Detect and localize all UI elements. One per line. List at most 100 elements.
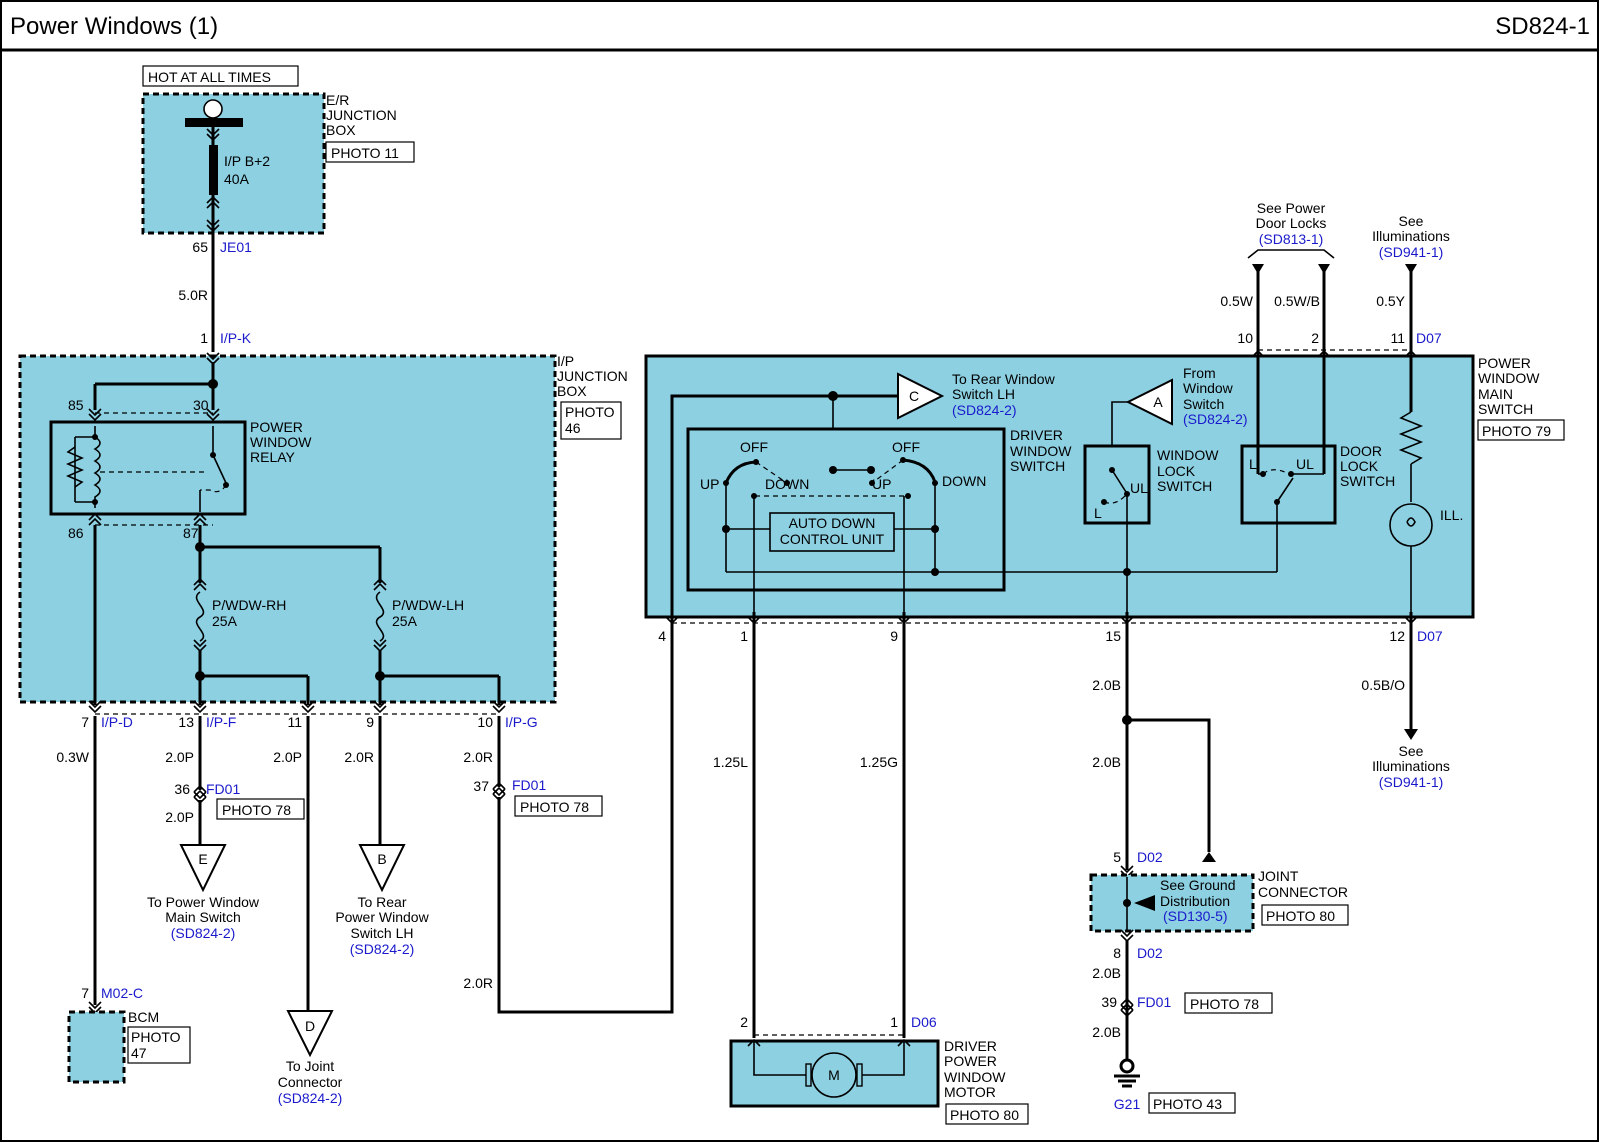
ref-b-triangle-icon bbox=[358, 844, 406, 893]
main-bot-pin-9: 9 bbox=[890, 628, 898, 644]
photo-label-box bbox=[1261, 904, 1349, 926]
ip-pin-10: 10 bbox=[477, 714, 493, 730]
driver-sw-name-1: DRIVER bbox=[1010, 427, 1063, 443]
joint-photo: PHOTO 80 bbox=[1266, 908, 1335, 924]
down-label-right: DOWN bbox=[942, 473, 986, 489]
door-sw-name-3: SWITCH bbox=[1340, 473, 1395, 489]
ref-e-link[interactable]: (SD824-2) bbox=[171, 925, 236, 941]
photo-label-box bbox=[945, 1103, 1029, 1125]
joint-text-2: Distribution bbox=[1160, 893, 1230, 909]
hot-label: HOT AT ALL TIMES bbox=[148, 69, 271, 85]
pin-65: 65 bbox=[192, 239, 208, 255]
ground-icon bbox=[1119, 1058, 1135, 1074]
conn-ipd: I/P-D bbox=[101, 714, 133, 730]
door-locks-link[interactable]: (SD813-1) bbox=[1259, 231, 1324, 247]
main-bot-pin-15: 15 bbox=[1105, 628, 1121, 644]
ref-b-link[interactable]: (SD824-2) bbox=[350, 941, 415, 957]
conn-d02-in: D02 bbox=[1137, 849, 1163, 865]
lock-sw-name-3: SWITCH bbox=[1157, 478, 1212, 494]
fuse-pwdw-rh bbox=[195, 591, 205, 642]
fuse-rh-rating: 25A bbox=[212, 613, 238, 629]
main-bot-pin-4: 4 bbox=[658, 628, 666, 644]
lock-sw-name-1: WINDOW bbox=[1157, 447, 1219, 463]
relay-coil bbox=[93, 426, 101, 508]
ref-e-text-1: To Power Window bbox=[147, 894, 260, 910]
wire-2-0r-label-1: 2.0R bbox=[344, 749, 374, 765]
pin-1-ipk: 1 bbox=[200, 330, 208, 346]
bcm-photo-2: 47 bbox=[131, 1045, 147, 1061]
ref-a-text-3: Switch bbox=[1183, 396, 1224, 412]
ref-c-text-1: To Rear Window bbox=[952, 371, 1056, 387]
ground-g21: G21 bbox=[1114, 1096, 1141, 1112]
photo-label-box bbox=[127, 1026, 191, 1064]
auto-down-control-unit bbox=[769, 512, 895, 552]
wire-1-25l-label: 1.25L bbox=[713, 754, 748, 770]
fd01-pin-37: 37 bbox=[473, 778, 489, 794]
ref-a-letter: A bbox=[1153, 394, 1163, 410]
ref-c-letter: C bbox=[909, 388, 919, 404]
driver-sw-name-3: SWITCH bbox=[1010, 458, 1065, 474]
up-label-right: UP bbox=[872, 476, 891, 492]
ref-a-link[interactable]: (SD824-2) bbox=[1183, 411, 1248, 427]
photo-label-box bbox=[514, 795, 603, 817]
ref-c-link[interactable]: (SD824-2) bbox=[952, 402, 1017, 418]
fd01-ground-photo: PHOTO 78 bbox=[1190, 996, 1259, 1012]
illum-out-text-1: See bbox=[1399, 743, 1424, 759]
driver-sw-contact-right bbox=[902, 458, 937, 483]
auto-down-label-2: CONTROL UNIT bbox=[780, 531, 885, 547]
ref-c-text-2: Switch LH bbox=[952, 386, 1015, 402]
ip-pin-7: 7 bbox=[81, 714, 89, 730]
illum-lamp-icon bbox=[1389, 503, 1433, 547]
bcm-photo-1: PHOTO bbox=[131, 1029, 181, 1045]
photo-label-box bbox=[216, 798, 305, 820]
door-lock-bracket bbox=[1247, 249, 1335, 259]
illum-out-link[interactable]: (SD941-1) bbox=[1379, 774, 1444, 790]
joint-connector bbox=[1089, 873, 1255, 933]
fd01-pin-39: 39 bbox=[1101, 994, 1117, 1010]
fuse-rh-name: P/WDW-RH bbox=[212, 597, 286, 613]
conn-fd01-left: FD01 bbox=[206, 781, 240, 797]
wire-0-5w: 0.5W bbox=[1220, 293, 1253, 309]
joint-link[interactable]: (SD130-5) bbox=[1163, 908, 1228, 924]
photo-label-box bbox=[1477, 419, 1565, 441]
fuse-lh-rating: 25A bbox=[392, 613, 418, 629]
er-box-name-2: JUNCTION bbox=[326, 107, 397, 123]
wire-5-0r-label: 5.0R bbox=[178, 287, 208, 303]
er-box-photo: PHOTO 11 bbox=[331, 145, 399, 161]
page-title: Power Windows (1) bbox=[10, 13, 218, 40]
conn-ipg: I/P-G bbox=[505, 714, 538, 730]
motor-pin-2: 2 bbox=[740, 1014, 748, 1030]
ref-b-text-2: Power Window bbox=[335, 909, 429, 925]
wire-0-5bo-label: 0.5B/O bbox=[1361, 677, 1405, 693]
illum-link[interactable]: (SD941-1) bbox=[1379, 244, 1444, 260]
motor-letter: M bbox=[828, 1067, 840, 1083]
door-locks-text-1: See Power bbox=[1257, 200, 1326, 216]
ground-wire-3: 2.0B bbox=[1092, 965, 1121, 981]
motor-name-2: POWER bbox=[944, 1053, 997, 1069]
arrow-joint-return bbox=[1202, 852, 1216, 862]
er-junction-box bbox=[141, 92, 326, 235]
ref-b-text-1: To Rear bbox=[357, 894, 406, 910]
main-sw-name-1: POWER bbox=[1478, 355, 1531, 371]
photo-label-box bbox=[325, 141, 415, 163]
ref-d-link[interactable]: (SD824-2) bbox=[278, 1090, 343, 1106]
joint-text-1: See Ground bbox=[1160, 877, 1236, 893]
fuse-pwdw-lh bbox=[375, 591, 385, 642]
joint-pin-8: 8 bbox=[1113, 945, 1121, 961]
arrow-illum-bottom bbox=[1404, 729, 1418, 740]
wire-0-5wb: 0.5W/B bbox=[1274, 293, 1320, 309]
door-locks-text-2: Door Locks bbox=[1256, 215, 1327, 231]
arrow-door-locks-1 bbox=[1252, 264, 1264, 274]
er-box-name-3: BOX bbox=[326, 122, 356, 138]
joint-pin-5: 5 bbox=[1113, 849, 1121, 865]
main-sw-name-4: SWITCH bbox=[1478, 401, 1533, 417]
wire-2-0r-label-2: 2.0R bbox=[463, 749, 493, 765]
conn-fd01-mid: FD01 bbox=[512, 777, 546, 793]
main-sw-name-3: MAIN bbox=[1478, 386, 1513, 402]
illum-out-text-2: Illuminations bbox=[1372, 758, 1450, 774]
ip-pin-13: 13 bbox=[178, 714, 194, 730]
motor-photo: PHOTO 80 bbox=[950, 1107, 1019, 1123]
relay-name-3: RELAY bbox=[250, 449, 296, 465]
lock-sw-name-2: LOCK bbox=[1157, 463, 1196, 479]
